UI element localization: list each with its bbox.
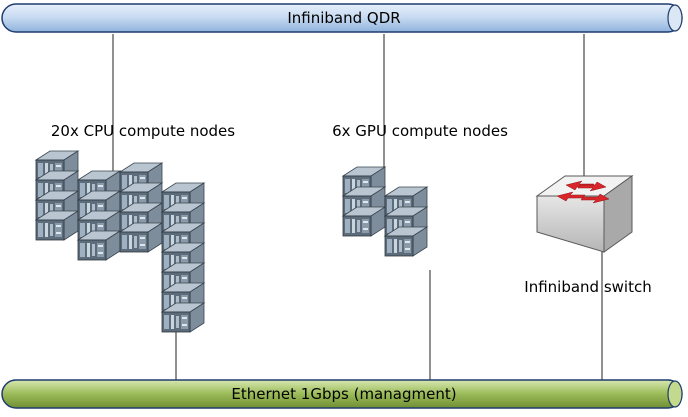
cpu-nodes-label: 20x CPU compute nodes [51,122,235,140]
cpu-server-cluster [35,150,205,333]
gpu-server-cluster [342,166,428,257]
ethernet-bus: Ethernet 1Gbps (managment) [1,379,683,409]
infiniband-switch-label: Infiniband switch [524,278,651,296]
infiniband-switch-icon [535,175,634,253]
infiniband-qdr-bus: Infiniband QDR [1,3,683,33]
gpu-nodes-label: 6x GPU compute nodes [332,122,508,140]
connection-lines [112,34,603,380]
ethernet-label: Ethernet 1Gbps (managment) [231,385,456,403]
infiniband-qdr-label: Infiniband QDR [287,9,400,27]
switch-arrows-icon [556,180,610,204]
